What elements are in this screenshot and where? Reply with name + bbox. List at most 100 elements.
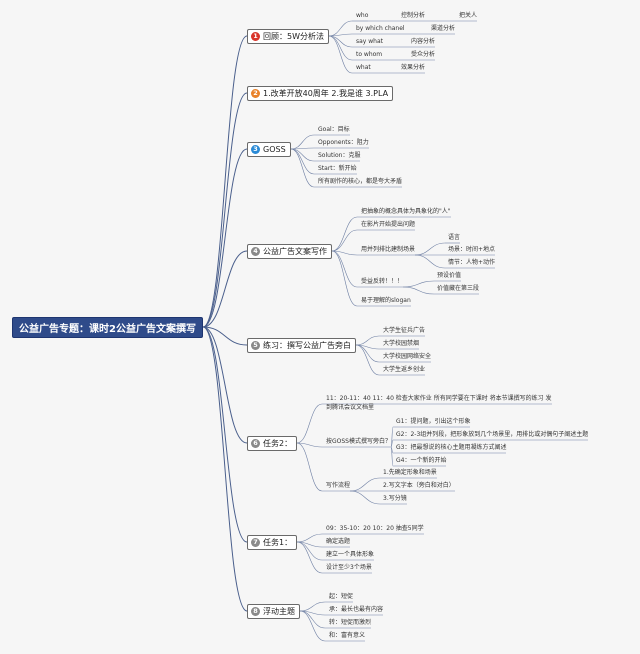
leaf-topic[interactable]: who <box>356 12 369 19</box>
connector-line <box>414 242 446 256</box>
connector-line <box>355 335 380 346</box>
leaf-topic[interactable]: 按GOSS模式撰写旁白？ <box>326 438 391 445</box>
leaf-topic[interactable]: 用并列排比建制场景 <box>361 246 416 253</box>
sub-leaf-topic[interactable]: 受众分析 <box>411 51 436 58</box>
sub-sub-leaf-topic[interactable]: 把关人 <box>459 12 478 19</box>
connector-line <box>402 280 435 288</box>
number-badge: 2 <box>251 88 260 98</box>
branch-label: 练习：撰写公益广告旁白 <box>263 340 351 350</box>
leaf-topic[interactable]: 所有剧作的核心，都是夸大矛盾 <box>318 178 403 185</box>
sub-leaf-topic[interactable]: 渠道分析 <box>431 25 456 32</box>
connector-line <box>296 541 323 574</box>
leaf-topic[interactable]: 起：短促 <box>329 593 354 600</box>
sub-leaf-topic[interactable]: 语言 <box>448 234 461 241</box>
sub-leaf-topic[interactable]: 1.先确定形象和场景 <box>383 469 437 476</box>
branch-label: GOSS <box>263 144 286 154</box>
number-badge: 7 <box>251 537 260 547</box>
connector-line <box>290 148 315 162</box>
sub-leaf-topic[interactable]: 内容分析 <box>411 38 436 45</box>
leaf-topic[interactable]: Solution：克服 <box>318 152 361 159</box>
connector-line <box>296 533 323 543</box>
sub-leaf-topic[interactable]: 3.写分镜 <box>383 495 407 502</box>
leaf-topic[interactable]: 09：35-10：20 10：20 抽查5同学 <box>326 525 424 532</box>
leaf-topic[interactable]: 转：短促而激烈 <box>329 619 372 626</box>
connector-line <box>296 403 323 444</box>
connector-line <box>299 610 326 642</box>
sub-leaf-topic[interactable]: 情节：人物+动作 <box>448 259 496 266</box>
leaf-topic[interactable]: 大学校园禁烟 <box>383 340 420 347</box>
sub-leaf-topic[interactable]: G2：2-3组并列段，把形象放到几个场景里，用排比或对偶句子阐述主题 <box>396 431 589 438</box>
connector-line <box>328 20 353 37</box>
connector-line <box>414 254 446 269</box>
leaf-topic[interactable]: 和：富有意义 <box>329 632 366 639</box>
branch-label: 公益广告文案写作 <box>263 246 327 256</box>
leaf-topic[interactable]: what <box>356 64 371 71</box>
leaf-topic[interactable]: 确定选题 <box>326 538 351 545</box>
connector-line <box>202 326 248 612</box>
connector-line <box>331 216 358 252</box>
number-badge: 8 <box>251 606 260 616</box>
sub-leaf-topic[interactable]: G4：一个新的开始 <box>396 457 447 464</box>
leaf-topic[interactable]: 在影片开始提出问题 <box>361 221 416 228</box>
sub-leaf-topic[interactable]: G1：提问题，引出这个形象 <box>396 418 471 425</box>
sub-leaf-topic[interactable]: 预设价值 <box>437 272 462 279</box>
leaf-topic[interactable]: 受益反转！！！ <box>361 278 404 285</box>
connector-line <box>331 250 358 256</box>
sub-leaf-topic[interactable]: 场景：时间+地点 <box>448 246 496 253</box>
branch-label: 任务1： <box>263 537 293 547</box>
root-topic[interactable]: 公益广告专题：课时2公益广告文案撰写 <box>12 317 203 338</box>
branch-label: 任务2： <box>263 438 293 448</box>
leaf-topic[interactable]: 大学校园网络安全 <box>383 353 432 360</box>
connector-line <box>202 92 248 328</box>
leaf-topic[interactable]: 易于理解的slogan <box>361 297 411 304</box>
branch-label: 回顾：5W分析法 <box>263 31 324 41</box>
leaf-topic[interactable]: 大学生返乡创业 <box>383 366 426 373</box>
connector-line <box>402 286 435 295</box>
leaf-topic[interactable]: by which chanel <box>356 25 405 32</box>
leaf-topic[interactable]: 11：20-11：40 11：40 检查大家作业 所有同学要在下课时 将本节课撰… <box>326 395 552 402</box>
connector-line <box>331 250 358 288</box>
sub-leaf-topic[interactable]: G3：把最想说的核心主题用凝练方式阐述 <box>396 444 507 451</box>
connector-line <box>202 326 248 444</box>
sub-leaf-topic[interactable]: 控制分析 <box>401 12 426 19</box>
connector-line <box>202 250 248 328</box>
number-badge: 1 <box>251 31 260 41</box>
leaf-topic[interactable]: Opponents：阻力 <box>318 139 369 146</box>
leaf-topic[interactable]: 设计至少3个场景 <box>326 564 372 571</box>
connector-line <box>299 601 326 612</box>
leaf-topic[interactable]: 把抽象的概念具体为具象化的"人" <box>361 208 451 215</box>
leaf-topic[interactable]: 建立一个具体形象 <box>326 551 375 558</box>
leaf-topic[interactable]: Goal：目标 <box>318 126 350 133</box>
leaf-topic[interactable]: 写作流程 <box>326 482 351 489</box>
connector-line <box>202 326 248 346</box>
connector-line <box>331 250 358 307</box>
leaf-topic[interactable]: 承：最长也最有内容 <box>329 606 384 613</box>
number-badge: 5 <box>251 340 260 350</box>
leaf-topic[interactable]: 大学生征兵广告 <box>383 327 426 334</box>
connector-line <box>202 35 248 328</box>
connector-line <box>331 229 358 252</box>
sub-leaf-topic[interactable]: 效果分析 <box>401 64 426 71</box>
leaf-topic[interactable]: say what <box>356 38 383 45</box>
leaf-topic-continuation[interactable]: 到腾讯会议文档里 <box>326 404 375 411</box>
leaf-topic[interactable]: Start：新开始 <box>318 165 357 172</box>
branch-label: 浮动主题 <box>263 606 295 616</box>
sub-leaf-topic[interactable]: 2.写文字本（旁白和对白） <box>383 482 455 489</box>
number-badge: 3 <box>251 144 260 154</box>
connector-line <box>290 147 315 150</box>
connector-line <box>349 490 381 505</box>
number-badge: 4 <box>251 246 260 256</box>
leaf-topic[interactable]: to whom <box>356 51 383 58</box>
connector-line <box>390 446 394 467</box>
connector-line <box>349 477 381 492</box>
sub-leaf-topic[interactable]: 价值藏在第三段 <box>437 285 480 292</box>
